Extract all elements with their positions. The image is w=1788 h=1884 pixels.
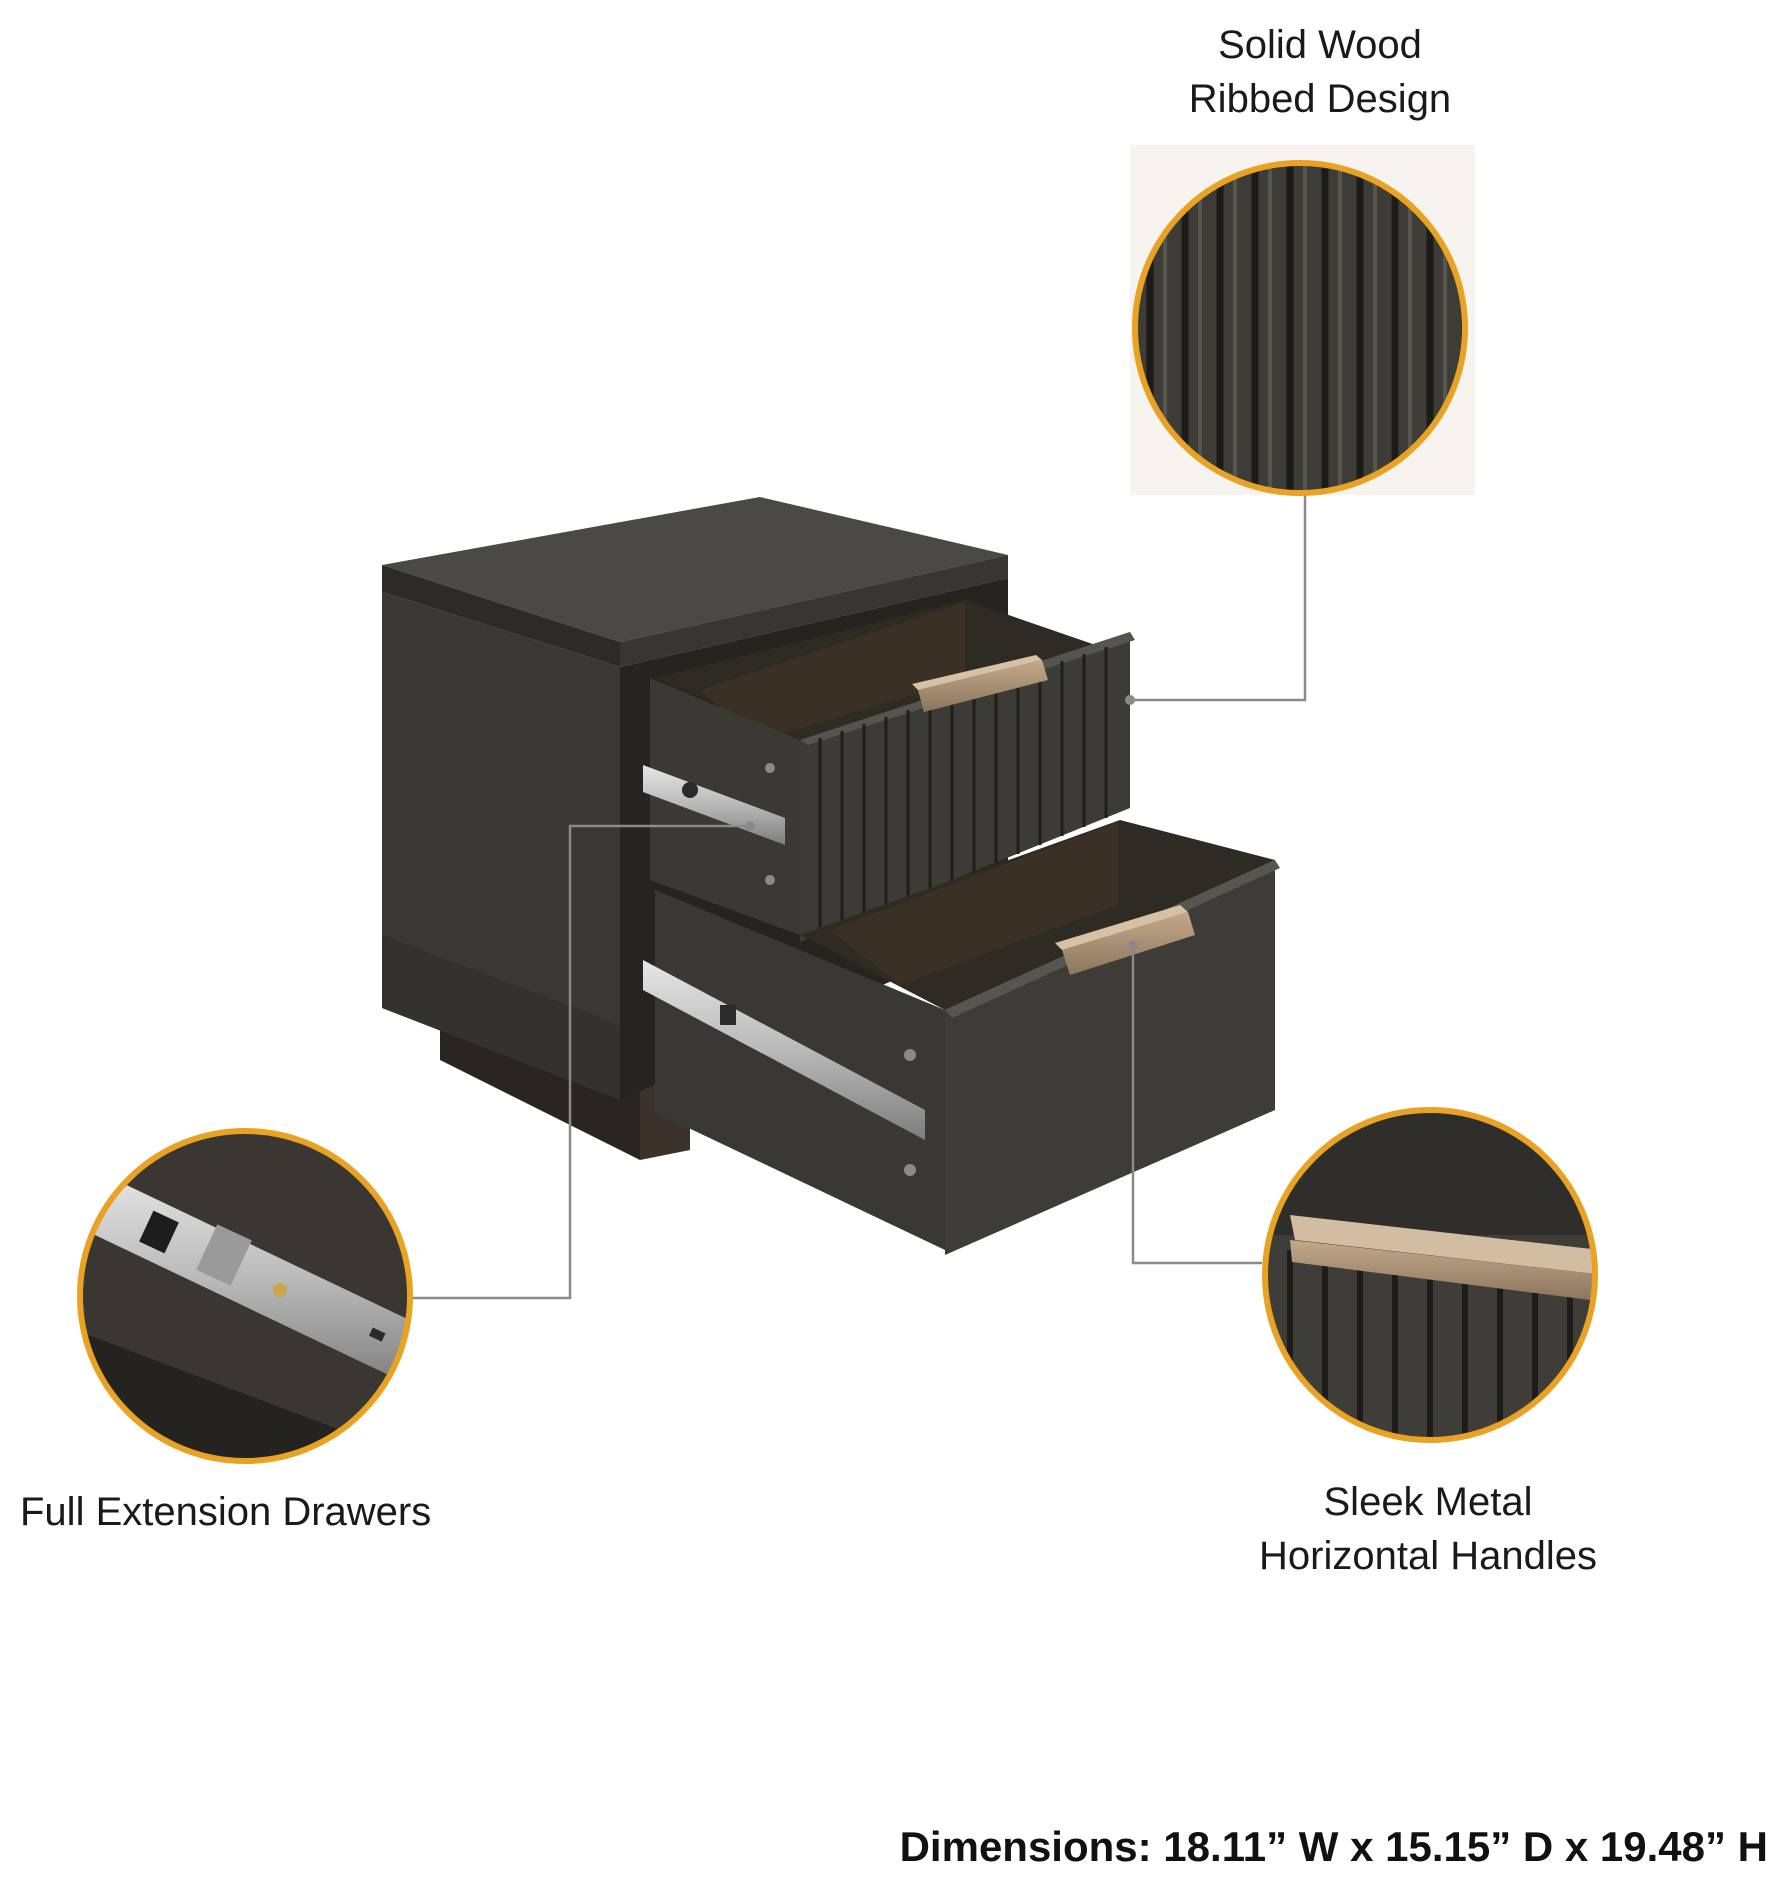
leader-lines — [410, 495, 1307, 1300]
cabinet-side-foot — [382, 935, 620, 1100]
callout-drawers-line1: Full Extension Drawers — [20, 1490, 432, 1534]
upper-drawer — [643, 600, 1135, 942]
detail-metal-handle — [1262, 1107, 1598, 1443]
slide-detail-ring — [77, 1128, 413, 1464]
cabinet-top — [382, 497, 1008, 642]
callout-handles-line2: Horizontal Handles — [1259, 1534, 1597, 1578]
ribbed-detail-ring — [1132, 160, 1468, 496]
lower-drawer-interior-back — [830, 822, 1118, 985]
cabinet-top-edge-left — [382, 565, 620, 667]
upper-drawer-handle — [918, 660, 1048, 712]
callout-full-extension-drawers: Full Extension Drawers — [20, 1485, 431, 1539]
lower-drawer-handle-top — [1055, 905, 1188, 950]
lower-drawer — [643, 820, 1280, 1255]
handle-detail-ring — [1262, 1107, 1598, 1443]
cabinet-top-edge-right — [620, 555, 1008, 667]
leader-drawers — [410, 824, 750, 1300]
detail-drawer-slide — [77, 1128, 413, 1464]
upper-drawer-ribs — [818, 647, 1108, 935]
lower-drawer-slide-rail — [643, 960, 925, 1140]
callout-metal-handles: Sleek Metal Horizontal Handles — [1228, 1475, 1628, 1583]
callout-ribbed-design: Solid Wood Ribbed Design — [1155, 18, 1485, 126]
callout-handles-line1: Sleek Metal — [1323, 1480, 1533, 1524]
upper-drawer-front — [800, 632, 1130, 942]
callout-ribbed-line2: Ribbed Design — [1188, 77, 1452, 121]
callout-ribbed-line1: Solid Wood — [1218, 23, 1422, 67]
leader-ribbed — [1130, 495, 1307, 702]
dimensions-text: Dimensions: 18.11” W x 15.15” D x 19.48”… — [899, 1823, 1768, 1870]
upper-drawer-interior-back — [700, 602, 965, 740]
lower-drawer-front — [945, 860, 1275, 1255]
nightstand — [382, 497, 1280, 1255]
leader-handles — [1131, 945, 1262, 1265]
upper-drawer-handle-top — [912, 655, 1042, 690]
detail-ribbed-wood — [1130, 145, 1475, 496]
